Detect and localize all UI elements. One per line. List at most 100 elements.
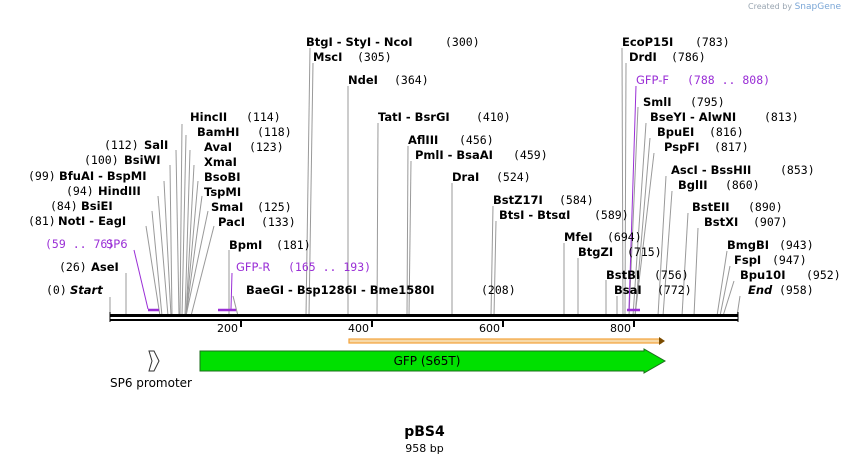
site-smli: SmlI	[643, 95, 672, 109]
site-ecop15i: EcoP15I	[622, 35, 673, 49]
site-bstz17i: BstZ17I	[493, 193, 543, 207]
pos-bpuei: (816)	[709, 125, 744, 139]
pos-bsteii: (890)	[748, 200, 783, 214]
site-bsobi: BsoBI	[204, 170, 241, 184]
site-msci: MscI	[313, 50, 342, 64]
tick-label-600: 600	[479, 322, 500, 335]
pos-btgzi: (715)	[627, 245, 662, 259]
pos-end: (958)	[779, 283, 814, 297]
site-bpmi: BpmI	[229, 238, 262, 252]
pos-fspi: (947)	[772, 253, 807, 267]
site-bstxi: BstXI	[704, 215, 738, 229]
pos-bseyi: (813)	[764, 110, 799, 124]
site-end: End	[748, 283, 773, 297]
site-pspfi: PspFI	[664, 140, 699, 154]
pos-bpmi: (181)	[276, 238, 311, 252]
pos-asci: (853)	[780, 163, 815, 177]
primer-connector-lines	[133, 85, 637, 310]
pos-bstxi: (907)	[753, 215, 788, 229]
site-asei: AseI	[91, 260, 119, 274]
site-bsiei: BsiEI	[81, 199, 113, 213]
site-bsiwi: BsiWI	[124, 153, 161, 167]
site-tati-bsrgi: TatI - BsrGI	[378, 110, 450, 124]
site-connector-lines	[109, 47, 741, 317]
snapgene-logo: SnapGene	[794, 2, 841, 12]
sp6-promoter-arrow	[148, 350, 160, 372]
pos-tati: (410)	[476, 110, 511, 124]
pos-smai: (125)	[257, 200, 292, 214]
gfp-feature-arrow	[199, 348, 667, 374]
tick-label-800: 800	[610, 322, 631, 335]
pos-bstbi: (756)	[654, 268, 689, 282]
pos-baegi: (208)	[481, 283, 516, 297]
pos-pmli: (459)	[513, 148, 548, 162]
pos-ndei: (364)	[394, 73, 429, 87]
pos-btsi: (589)	[594, 208, 629, 222]
pos-hindiii: (94)	[66, 184, 94, 198]
pos-bglii: (860)	[725, 178, 760, 192]
sp6-promoter-feature: SP6 promoter	[110, 350, 192, 390]
site-hindiii: HindIII	[98, 184, 141, 198]
pos-sp6: (59 .. 76)	[45, 237, 114, 251]
site-bsai: BsaI	[614, 283, 642, 297]
site-bpu10i: Bpu10I	[740, 268, 785, 282]
pos-paci: (133)	[261, 215, 296, 229]
site-smai: SmaI	[211, 200, 243, 214]
site-afliii: AflIII	[408, 133, 438, 147]
site-asci-bsshii: AscI - BssHII	[671, 163, 751, 177]
pos-drdi: (786)	[671, 50, 706, 64]
pos-bstz17i: (584)	[559, 193, 594, 207]
pos-bsiei: (84)	[50, 199, 78, 213]
site-drdi: DrdI	[629, 50, 657, 64]
pos-noti: (81)	[28, 214, 56, 228]
site-btgi-styi-ncoi: BtgI - StyI - NcoI	[306, 35, 413, 49]
site-bmgbi: BmgBI	[727, 238, 769, 252]
site-hincii: HincII	[190, 110, 227, 124]
site-mfei: MfeI	[564, 230, 593, 244]
pos-bamhi: (118)	[257, 125, 292, 139]
plasmid-name: pBS4	[404, 424, 445, 440]
pos-hincii: (114)	[246, 110, 281, 124]
plasmid-size: 958 bp	[405, 442, 444, 455]
pos-drai: (524)	[496, 170, 531, 184]
pos-bfuai: (99)	[28, 169, 56, 183]
site-fspi: FspI	[734, 253, 761, 267]
primer-gfp-f: GFP-F	[636, 73, 669, 87]
pos-gfp-r: (165 .. 193)	[288, 260, 371, 274]
site-bstbi: BstBI	[606, 268, 640, 282]
pos-smli: (795)	[690, 95, 725, 109]
pos-avai: (123)	[249, 140, 284, 154]
pos-asei: (26)	[59, 260, 87, 274]
site-ndei: NdeI	[348, 73, 378, 87]
site-start: Start	[70, 283, 103, 297]
orf-bar	[348, 337, 665, 345]
site-sali: SalI	[144, 138, 168, 152]
gfp-feature: GFP (S65T)	[199, 348, 667, 374]
sp6-promoter-label: SP6 promoter	[110, 376, 192, 390]
pos-ecop15i: (783)	[695, 35, 730, 49]
site-drai: DraI	[452, 170, 479, 184]
site-paci: PacI	[218, 215, 245, 229]
pos-btgi: (300)	[445, 35, 480, 49]
tick-label-400: 400	[348, 322, 369, 335]
pos-start: (0)	[46, 283, 67, 297]
site-bfuai-bspmi: BfuAI - BspMI	[59, 169, 146, 183]
pos-gfp-f: (788 .. 808)	[687, 73, 770, 87]
site-xmai: XmaI	[204, 155, 237, 169]
pos-msci: (305)	[357, 50, 392, 64]
site-noti-eagi: NotI - EagI	[58, 214, 126, 228]
pos-bsai: (772)	[657, 283, 692, 297]
pos-bmgbi: (943)	[779, 238, 814, 252]
pos-bsiwi: (100)	[84, 153, 119, 167]
ruler: 200 400 600 800	[217, 319, 635, 335]
dna-backbone	[109, 312, 739, 322]
site-bseyi-alwni: BseYI - AlwNI	[650, 110, 736, 124]
site-tspmi: TspMI	[204, 185, 241, 199]
primer-gfp-r: GFP-R	[236, 260, 270, 274]
gfp-feature-label: GFP (S65T)	[394, 354, 461, 368]
site-bglii: BglII	[678, 178, 708, 192]
pos-pspfi: (817)	[714, 140, 749, 154]
site-labels: (0) Start (26) AseI (59 .. 76) SP6 (81) …	[28, 35, 841, 297]
site-avai: AvaI	[204, 140, 232, 154]
